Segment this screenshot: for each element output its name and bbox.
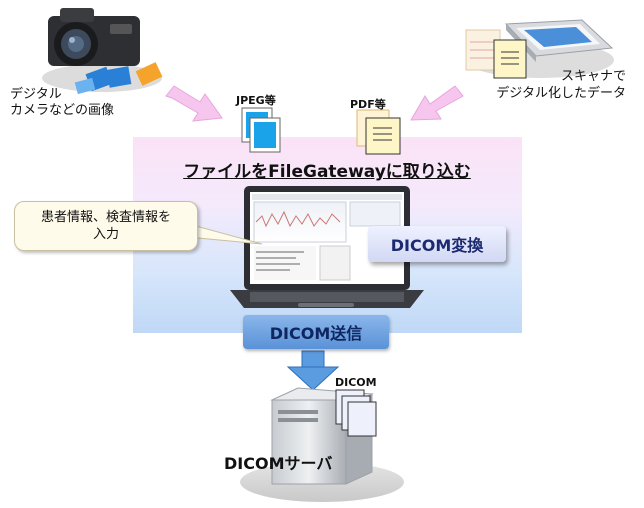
dicom-file-label: DICOM	[335, 376, 377, 389]
laptop-illustration	[230, 186, 424, 308]
callout-line: 患者情報、検査情報を	[40, 210, 171, 225]
jpeg-format-label: JPEG等	[236, 94, 276, 107]
dicom-server-label: DICOMサーバ	[224, 454, 333, 473]
camera-caption-line: カメラなどの画像	[10, 103, 115, 118]
photo-prints-icon	[74, 62, 163, 95]
scanner-caption-line: デジタル化したデータ	[496, 86, 626, 101]
pdf-file-icon	[356, 109, 401, 155]
scanner-caption: スキャナで デジタル化したデータ	[486, 68, 626, 102]
dicom-send-button[interactable]: DICOM送信	[243, 315, 389, 349]
server-illustration	[240, 387, 404, 502]
camera-caption-line: デジタル	[10, 87, 62, 102]
ingest-title: ファイルをFileGatewayに取り込む	[183, 162, 471, 182]
arrow-down-icon	[286, 350, 340, 391]
arrow-camera-to-jpeg	[165, 85, 223, 122]
dicom-file-icon	[335, 389, 377, 437]
camera-illustration	[42, 8, 163, 95]
dicom-convert-button[interactable]: DICOM変換	[368, 226, 506, 262]
scanner-caption-line: スキャナで	[560, 69, 626, 84]
callout-line: 入力	[92, 227, 119, 242]
jpeg-file-icon	[241, 107, 281, 153]
arrow-scanner-to-pdf	[410, 85, 464, 121]
scanner-illustration	[465, 19, 614, 79]
camera-caption: デジタル カメラなどの画像	[10, 87, 114, 119]
input-callout: 患者情報、検査情報を 入力	[14, 201, 198, 251]
pdf-format-label: PDF等	[350, 98, 386, 111]
